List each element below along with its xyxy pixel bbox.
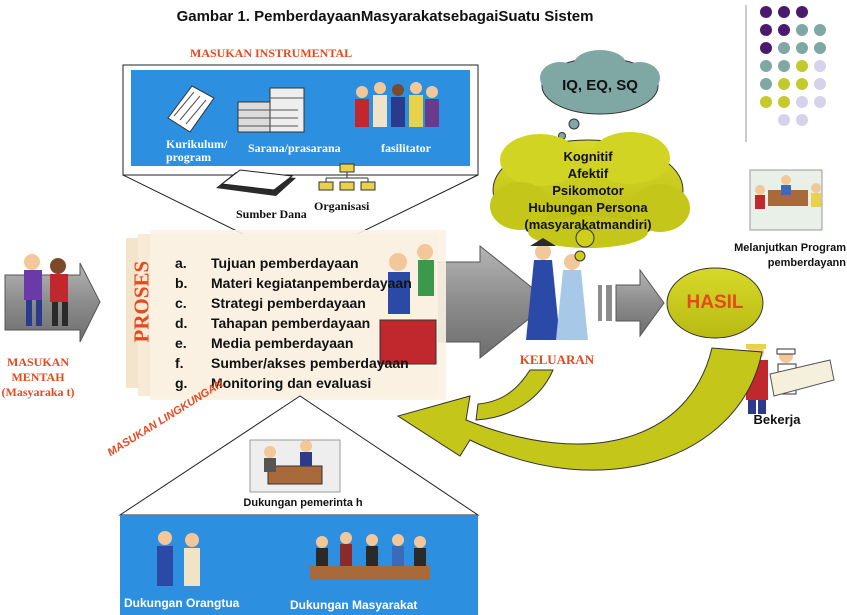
competency-cloud (490, 132, 690, 248)
process-item-text: Monitoring dan evaluasi (211, 375, 372, 391)
process-item-letter: g. (175, 375, 188, 391)
parent-support-label: Dukungan Orangtua (124, 596, 240, 610)
output-label: KELUARAN (519, 352, 595, 367)
process-item-letter: b. (175, 275, 188, 291)
feedback-curve-arrow (396, 347, 763, 471)
process-item-b: b. Materi kegiatanpemberdayaan (175, 275, 412, 291)
graduates-icon (526, 228, 595, 340)
organization-chart-icon (318, 163, 376, 191)
raw-input-label: MASUKAN MENTAH (Masyaraka t) (0, 355, 76, 400)
process-item-g: g. Monitoring dan evaluasi (175, 375, 371, 391)
community-support-label: Dukungan Masyarakat (290, 598, 418, 612)
iq-eq-sq-cloud (540, 50, 660, 149)
kurikulum-notepad-icon (167, 85, 215, 133)
continue-program-label: Melanjutkan Program pemberdayann (712, 241, 846, 271)
government-support-label: Dukungan pemerinta h (243, 497, 363, 509)
raw-input-line1: MASUKAN (7, 355, 69, 369)
hasil-circle (666, 267, 764, 339)
money-icon (216, 169, 296, 196)
competency-item: Psikomotor (552, 183, 624, 198)
process-item-text: Sumber/akses pemberdayaan (211, 355, 409, 371)
process-item-letter: e. (175, 335, 187, 351)
iq-eq-sq-label: IQ, EQ, SQ (562, 77, 638, 94)
competency-item: Kognitif (563, 149, 613, 164)
input-instrumental-heading: MASUKAN INSTRUMENTAL (190, 46, 353, 60)
students-walking-icon (24, 254, 68, 326)
competency-item: Hubungan Persona (528, 200, 648, 215)
program-label: program (166, 150, 212, 164)
sumber-dana-label: Sumber Dana (236, 207, 307, 221)
community-meeting-icon (310, 532, 430, 580)
process-item-text: Strategi pemberdayaan (211, 295, 366, 311)
process-item-text: Media pemberdayaan (211, 335, 354, 351)
process-item-text: Tujuan pemberdayaan (211, 255, 359, 271)
process-item-text: Tahapan pemberdayaan (211, 315, 371, 331)
output-arrow (598, 268, 665, 338)
government-meeting-icon (249, 439, 341, 493)
organisasi-label: Organisasi (314, 199, 370, 213)
process-item-f: f. Sumber/akses pemberdayaan (175, 355, 409, 371)
facilitator-people-icon (355, 82, 439, 127)
competency-item: Afektif (567, 166, 609, 181)
competency-list: Kognitif Afektif Psikomotor Hubungan Per… (508, 148, 668, 233)
building-icon (237, 87, 305, 133)
decorative-dots (745, 5, 826, 142)
process-item-letter: f. (175, 355, 184, 371)
process-item-letter: a. (175, 255, 187, 271)
process-item-a: a. Tujuan pemberdayaan (175, 255, 359, 271)
parents-icon (157, 531, 200, 586)
process-item-d: d. Tahapan pemberdayaan (175, 315, 370, 331)
hasil-label: HASIL (686, 292, 744, 313)
process-item-letter: d. (175, 315, 188, 331)
worried-man-desk-icon (379, 244, 437, 365)
process-item-text: Materi kegiatanpemberdayaan (211, 275, 412, 291)
process-item-c: c. Strategi pemberdayaan (175, 295, 366, 311)
fasilitator-label: fasilitator (381, 141, 431, 155)
raw-input-line2: MENTAH (11, 370, 65, 384)
process-label: PROSES (129, 260, 154, 343)
competency-item: (masyarakatmandiri) (524, 217, 652, 232)
continue-program-line2: pemberdayann (767, 257, 846, 269)
raw-input-line3: (Masyaraka t) (1, 385, 75, 399)
process-item-e: e. Media pemberdayaan (175, 335, 353, 351)
process-item-letter: c. (175, 295, 187, 311)
classroom-icon (749, 169, 823, 231)
diagram-title: Gambar 1. PemberdayaanMasyarakatsebagaiS… (176, 8, 594, 25)
bekerja-label: Bekerja (753, 412, 801, 427)
sarana-label: Sarana/prasarana (248, 141, 341, 155)
kurikulum-label: Kurikulum/ (166, 137, 228, 151)
continue-program-line1: Melanjutkan Program (734, 242, 846, 254)
